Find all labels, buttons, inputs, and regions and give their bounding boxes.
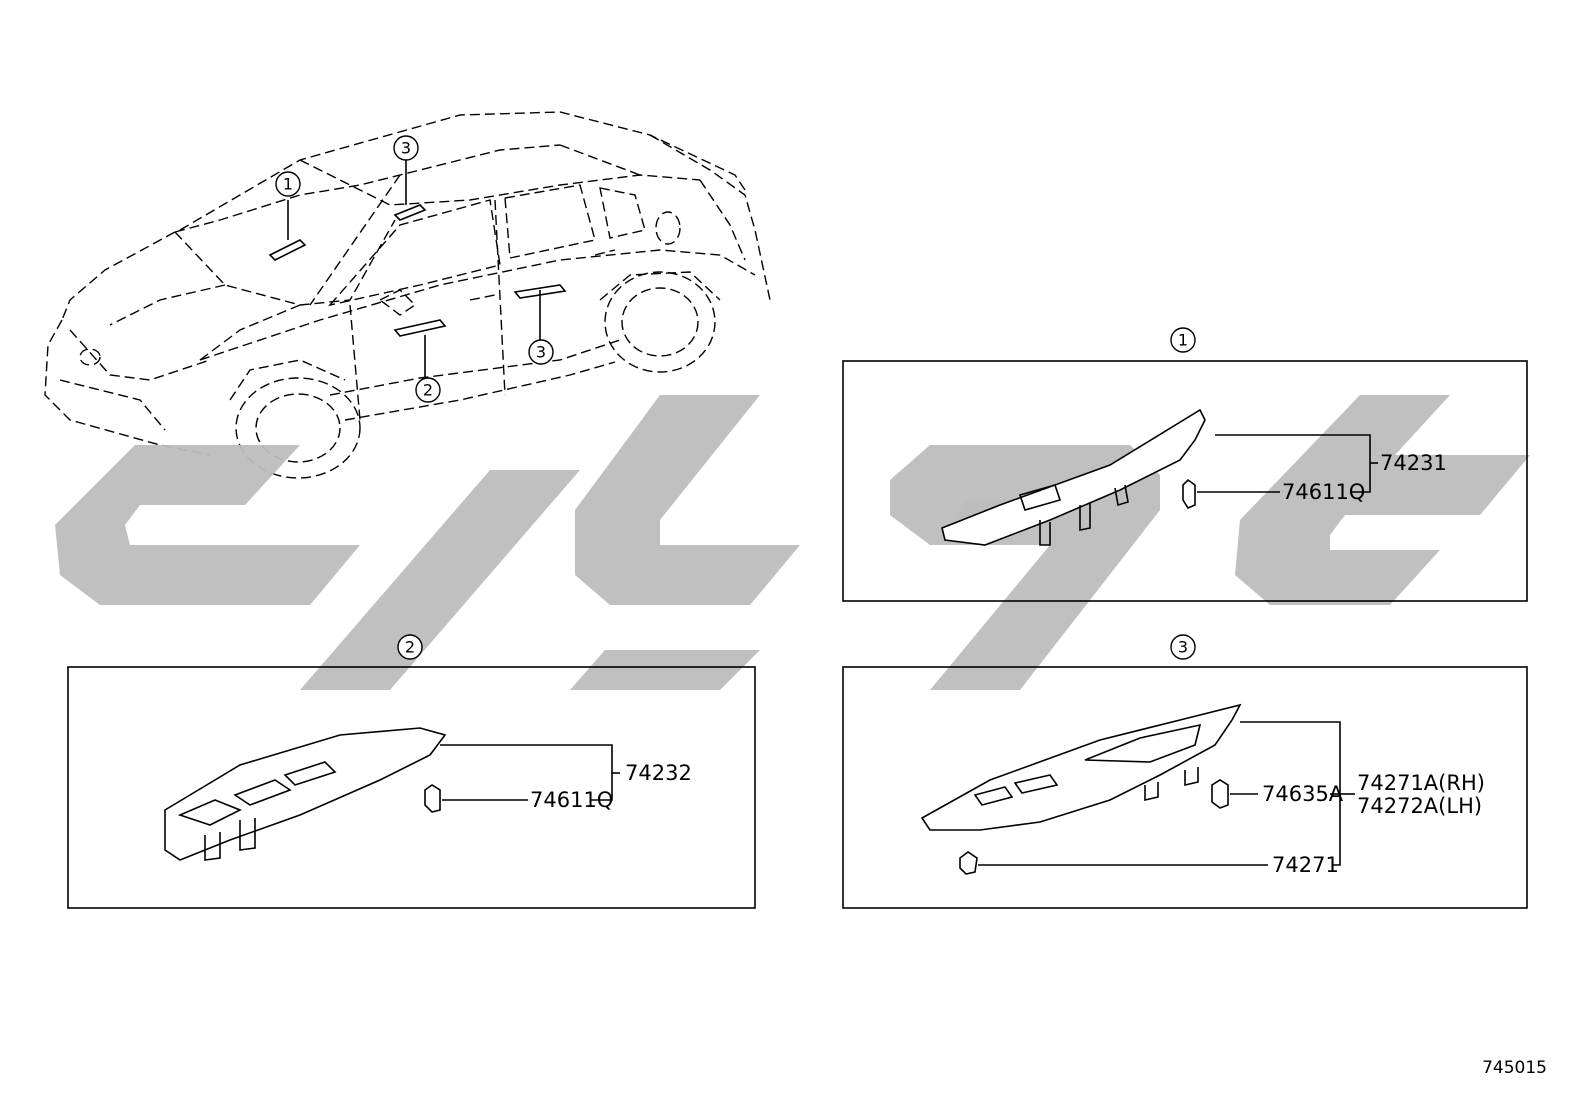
svg-text:3: 3: [536, 343, 546, 362]
box-2-callout: 2: [405, 638, 415, 657]
car-callout-3-side: 3: [528, 339, 554, 365]
car-callout-2: 2: [415, 377, 441, 403]
svg-text:3: 3: [401, 139, 411, 158]
label-74635A: 74635A: [1262, 782, 1344, 806]
box-2: 2 74232 74611Q: [67, 634, 756, 909]
figure-number: 745015: [1482, 1058, 1547, 1078]
clip-74271: [959, 851, 978, 875]
clip-74611Q: [1182, 478, 1196, 510]
label-74232: 74232: [625, 761, 692, 785]
box-3: 3 74635A 74271A(RH) 74272A(LH) 74271: [842, 634, 1528, 909]
label-74271: 74271: [1272, 853, 1339, 877]
car-illustration: [44, 111, 771, 479]
car-callout-1: 1: [275, 171, 301, 197]
switch-bezel-74232: [164, 727, 447, 861]
label-74231: 74231: [1380, 451, 1447, 475]
box-3-callout: 3: [1178, 638, 1188, 657]
switch-bezel-74271A: [920, 703, 1242, 831]
label-74271A-RH: 74271A(RH): [1357, 771, 1485, 795]
clip-74635A: [1211, 779, 1229, 809]
watermark-logo: [55, 395, 1530, 690]
svg-text:2: 2: [423, 381, 433, 400]
label-74611Q-box1: 74611Q: [1282, 480, 1365, 504]
switch-bezel-74231: [941, 408, 1206, 546]
label-74611Q-box2: 74611Q: [530, 788, 613, 812]
box-1-callout: 1: [1178, 331, 1188, 350]
box-1: 1 74231 74611Q: [842, 327, 1528, 602]
clip-74611Q-box2: [424, 784, 441, 813]
label-74272A-LH: 74272A(LH): [1357, 794, 1482, 818]
svg-text:1: 1: [283, 175, 293, 194]
car-callout-3-top: 3: [393, 135, 419, 161]
